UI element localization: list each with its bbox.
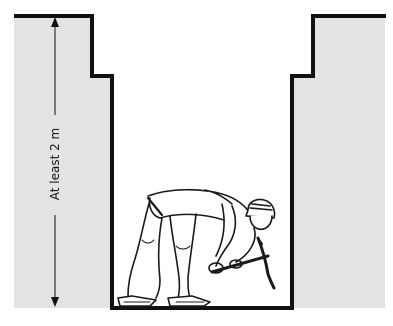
hard-hat-icon [245, 198, 276, 219]
dimension-label-bg [44, 115, 66, 215]
pit-interior [92, 16, 313, 308]
pickaxe-icon [210, 236, 276, 290]
pit-wall-left [14, 14, 114, 308]
dimension-label: At least 2 m [48, 128, 62, 201]
arrow-head-bottom [51, 297, 59, 307]
worker-icon [117, 188, 276, 307]
arrow-head-top [51, 17, 59, 27]
pit-wall-right [290, 14, 386, 308]
